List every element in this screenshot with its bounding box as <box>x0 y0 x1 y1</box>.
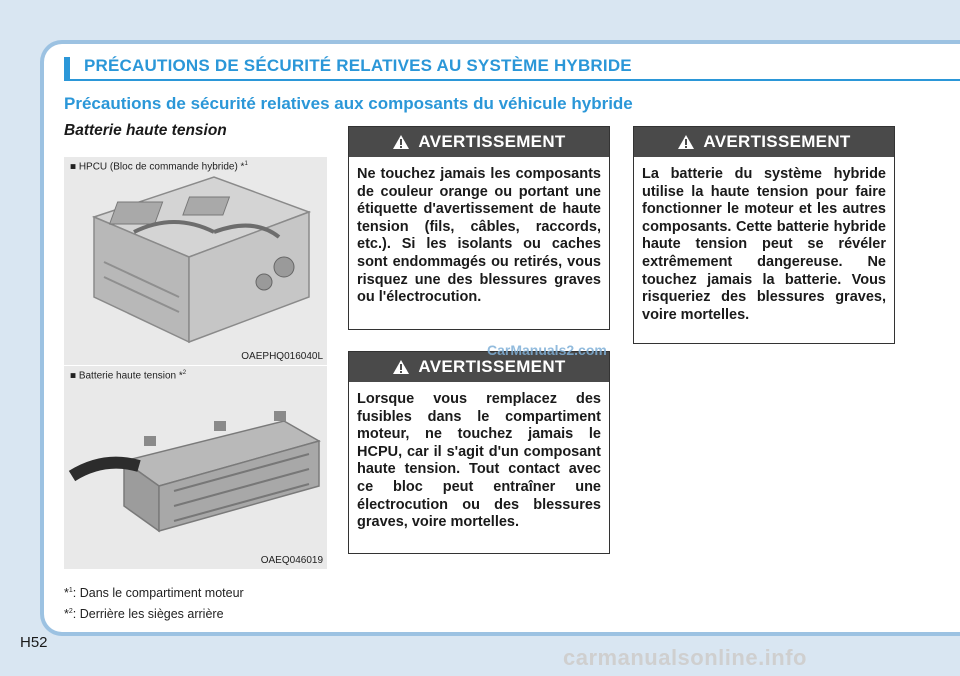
warning-text: Ne touchez jamais les composants de coul… <box>357 166 601 306</box>
warning-triangle-icon <box>678 135 695 149</box>
warning-header: AVERTISSEMENT <box>349 352 609 382</box>
warning-triangle-icon <box>393 360 410 374</box>
footnote: *2: Derrière les sièges arrière <box>64 607 224 621</box>
figure-code: OAEPHQ016040L <box>241 351 323 362</box>
warning-text: La batterie du système hybride utilise l… <box>642 166 886 323</box>
battery-pack-illustration <box>68 411 321 533</box>
header-accent-bar <box>64 57 70 79</box>
warning-triangle-icon <box>393 135 410 149</box>
warning-header: AVERTISSEMENT <box>634 127 894 157</box>
figure-caption: ■ HPCU (Bloc de commande hybride) *1 <box>70 161 248 173</box>
warning-box: AVERTISSEMENT La batterie du système hyb… <box>633 126 895 344</box>
site-watermark: carmanualsonline.info <box>563 645 807 670</box>
header-rule <box>64 79 960 81</box>
warning-header: AVERTISSEMENT <box>349 127 609 157</box>
warning-box: AVERTISSEMENT Ne touchez jamais les comp… <box>348 126 610 330</box>
watermark-link[interactable]: CarManuals2.com <box>487 342 607 358</box>
figure-caption: ■ Batterie haute tension *2 <box>70 370 187 382</box>
figure-hpcu: ■ HPCU (Bloc de commande hybride) *1 OAE… <box>64 157 327 365</box>
footnote: *1: Dans le compartiment moteur <box>64 586 244 600</box>
section-subtitle: Précautions de sécurité relatives aux co… <box>64 94 633 113</box>
figure-code: OAEQ046019 <box>260 555 323 566</box>
page-number: H52 <box>20 634 48 651</box>
warning-box: AVERTISSEMENT Lorsque vous remplacez des… <box>348 351 610 554</box>
page-title: PRÉCAUTIONS DE SÉCURITÉ RELATIVES AU SYS… <box>84 56 632 75</box>
hpcu-unit-illustration <box>91 176 312 344</box>
figure-battery: ■ Batterie haute tension *2 OAEQ046019 <box>64 365 327 569</box>
section-heading: Batterie haute tension <box>64 122 227 139</box>
warning-text: Lorsque vous remplacez des fusibles dans… <box>357 391 601 531</box>
